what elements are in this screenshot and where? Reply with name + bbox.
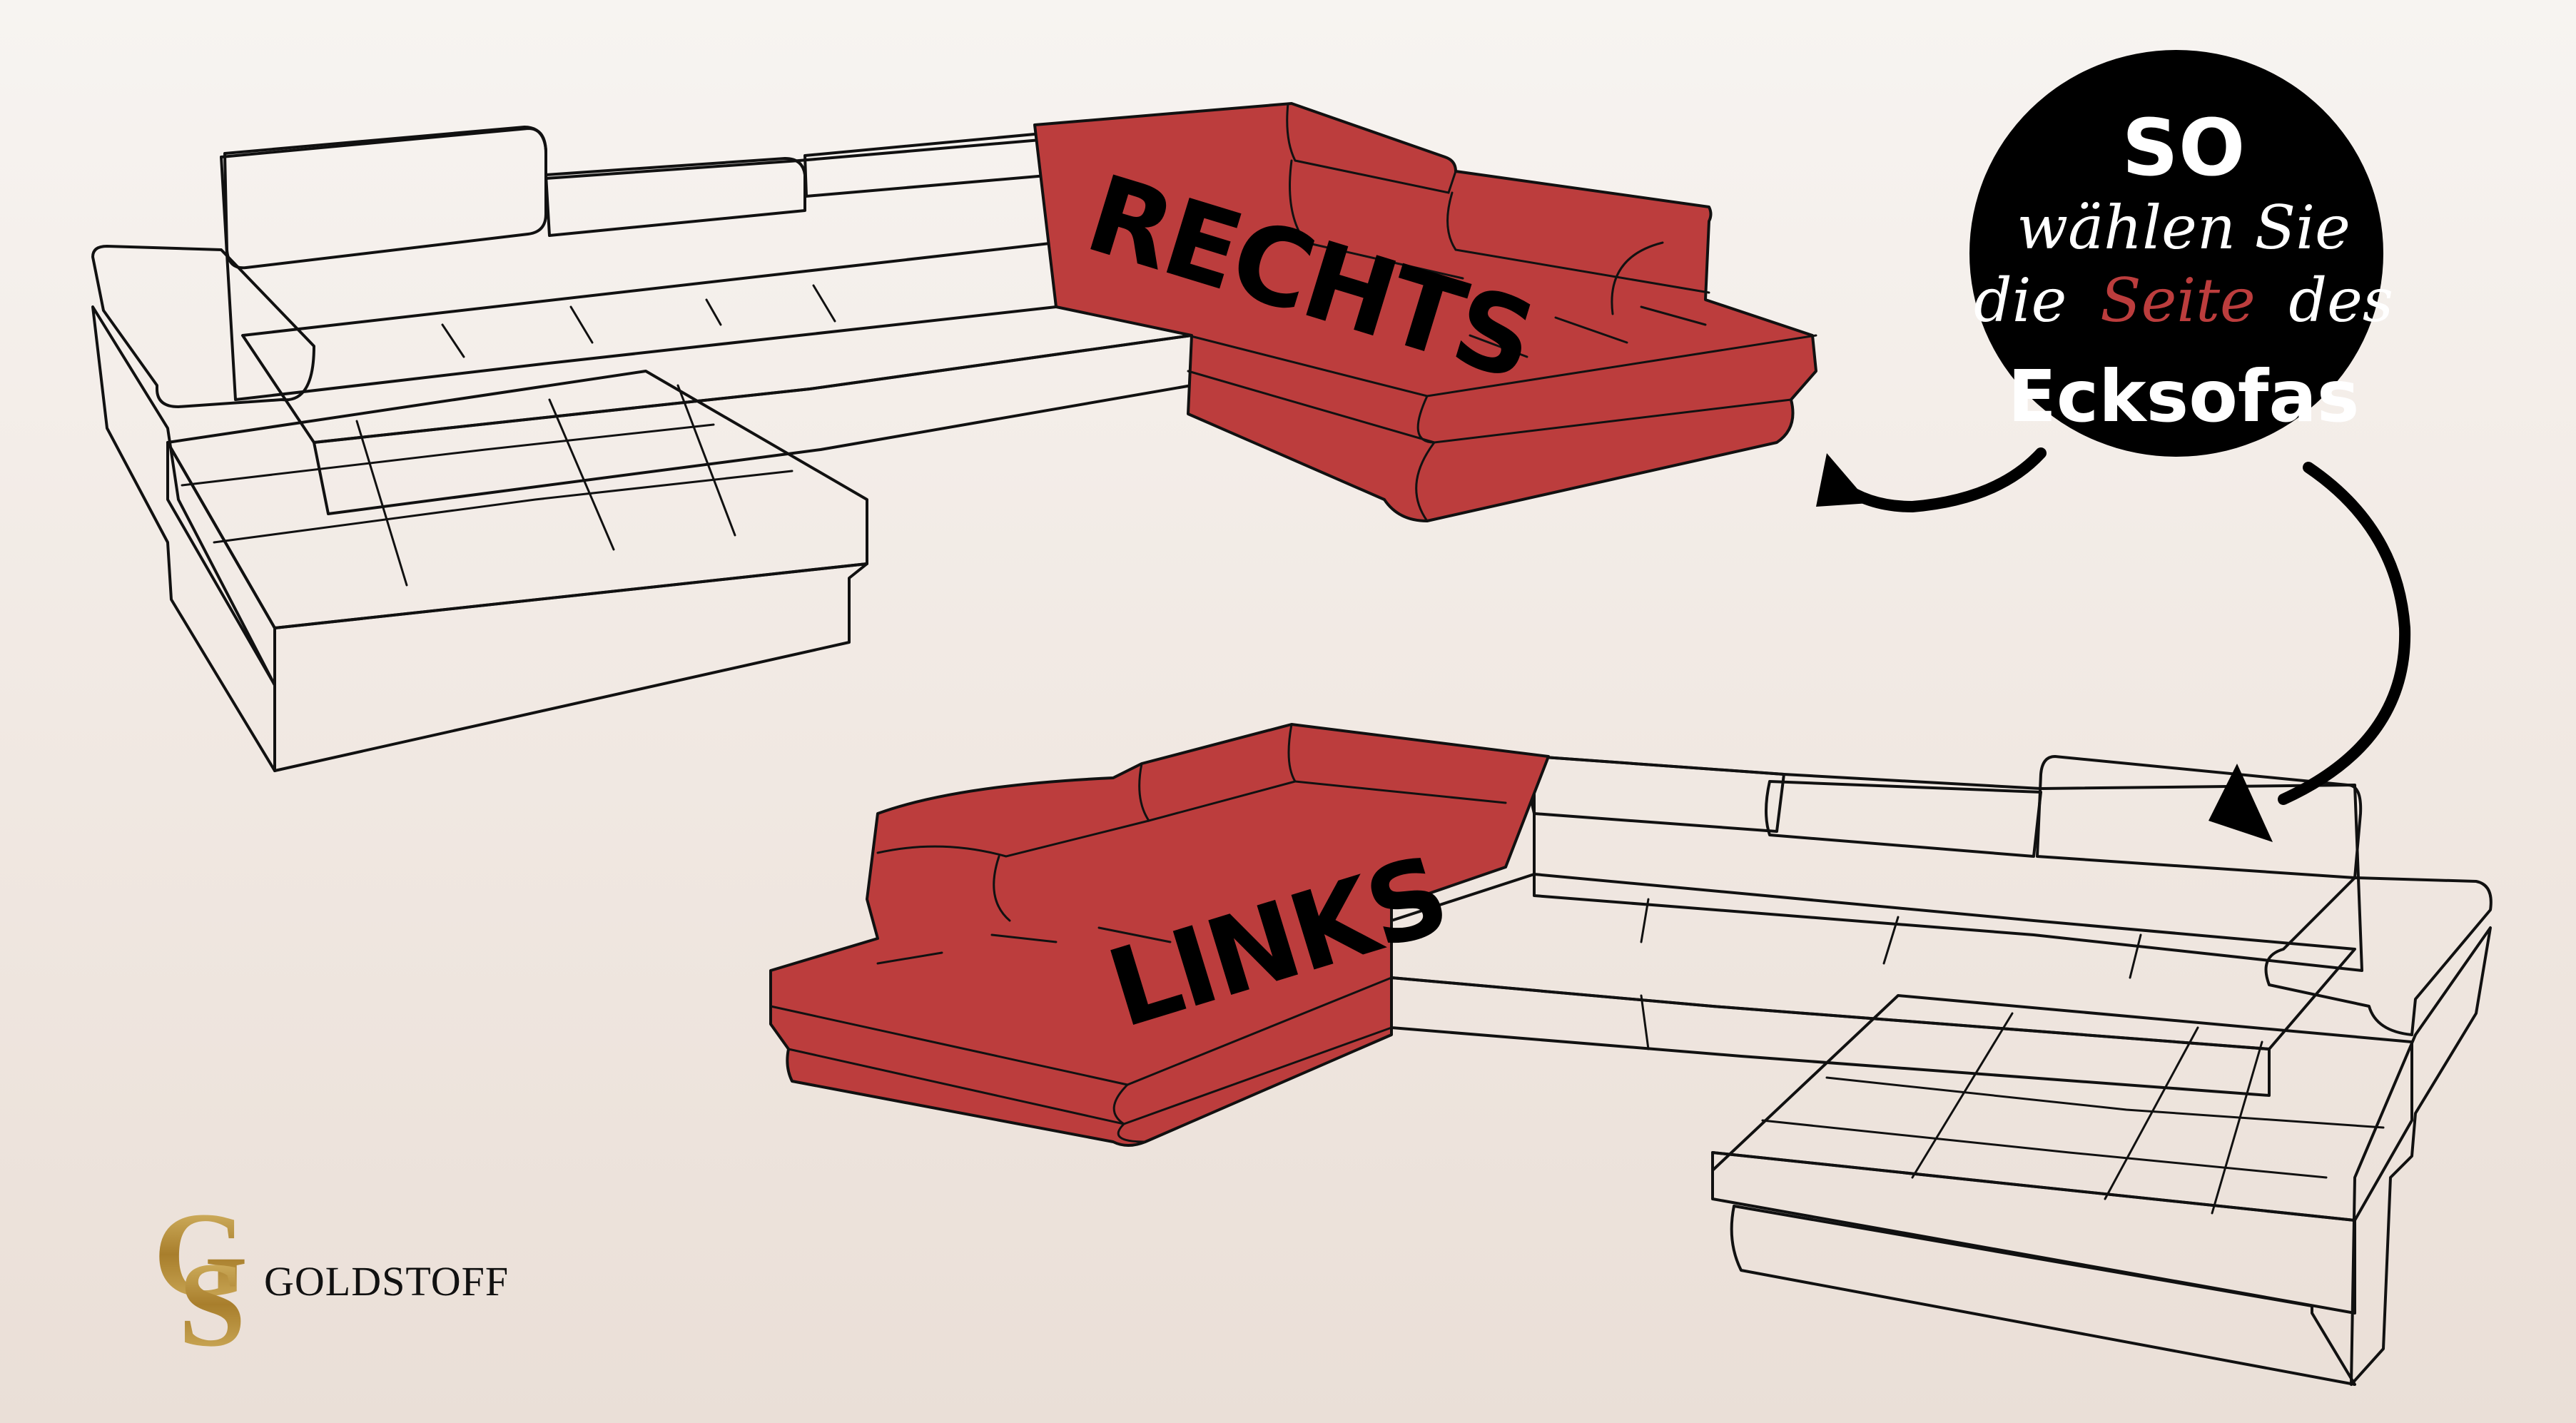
curved-arrow-down-icon (2209, 462, 2411, 842)
curved-arrow-left-icon (1816, 447, 2047, 513)
sofa-right-corner (91, 102, 1817, 772)
bubble-prefix: die (1974, 265, 2067, 335)
bubble-suffix: des (2288, 265, 2393, 335)
brand-name: GOLDSTOFF (264, 1258, 509, 1305)
bubble-line-1: SO (2122, 102, 2246, 193)
info-bubble: SO wählen Sie die Seite des Ecksofas (1969, 50, 2393, 457)
bubble-line-2: wählen Sie (2017, 193, 2351, 263)
bubble-accent: Seite (2100, 265, 2256, 335)
brand-logo: G S GOLDSTOFF (153, 1187, 509, 1372)
brand-monogram-s: S (178, 1237, 246, 1372)
bubble-line-3: die Seite des (1974, 265, 2393, 335)
brand-monogram-g: G (153, 1187, 248, 1322)
sofa-left-corner (769, 723, 2493, 1386)
bubble-line-4: Ecksofas (2008, 355, 2360, 438)
